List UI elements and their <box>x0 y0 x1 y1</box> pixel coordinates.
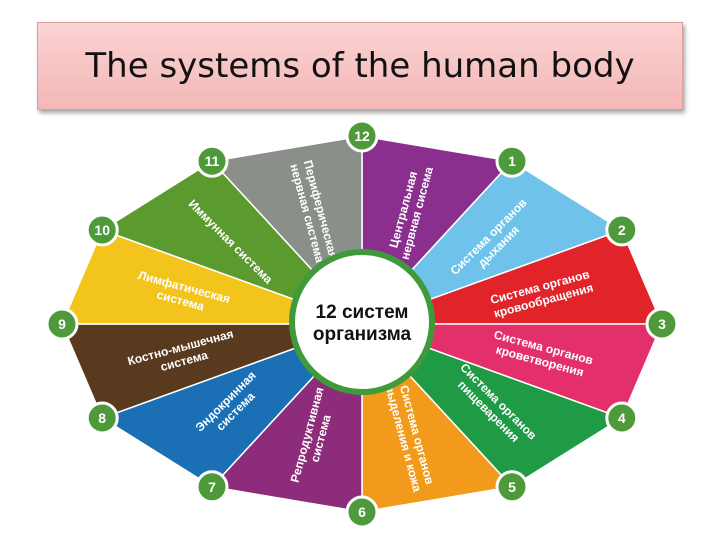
number-badge-text: 5 <box>508 479 516 495</box>
number-badge-6 <box>345 495 379 529</box>
slide-title: The systems of the human body <box>85 46 635 86</box>
number-badge-text: 3 <box>658 316 666 332</box>
segments <box>60 135 664 513</box>
center-label-line: организма <box>313 324 412 345</box>
number-badge-4 <box>605 401 639 435</box>
number-badge-text: 7 <box>208 479 216 495</box>
number-badge-text: 6 <box>358 504 366 520</box>
number-badge-7 <box>195 470 229 504</box>
number-badge-1 <box>495 144 529 178</box>
number-badge-text: 9 <box>58 316 66 332</box>
number-badge-8 <box>85 401 119 435</box>
number-badge-text: 4 <box>618 410 626 426</box>
center-label-line: 12 систем <box>316 302 409 323</box>
number-badge-text: 8 <box>98 410 106 426</box>
number-badge-text: 10 <box>94 222 110 238</box>
number-badge-12 <box>345 119 379 153</box>
center-circle <box>289 249 435 395</box>
number-badge-3 <box>645 307 679 341</box>
number-badge-10 <box>85 213 119 247</box>
number-badge-text: 12 <box>354 128 370 144</box>
number-badge-5 <box>495 470 529 504</box>
number-badge-text: 11 <box>205 153 220 169</box>
number-badge-11 <box>195 144 229 178</box>
title-box: The systems of the human body <box>37 22 683 110</box>
number-badge-2 <box>605 213 639 247</box>
number-badge-9 <box>45 307 79 341</box>
number-badge-text: 1 <box>508 153 516 169</box>
number-badge-text: 2 <box>618 222 626 238</box>
